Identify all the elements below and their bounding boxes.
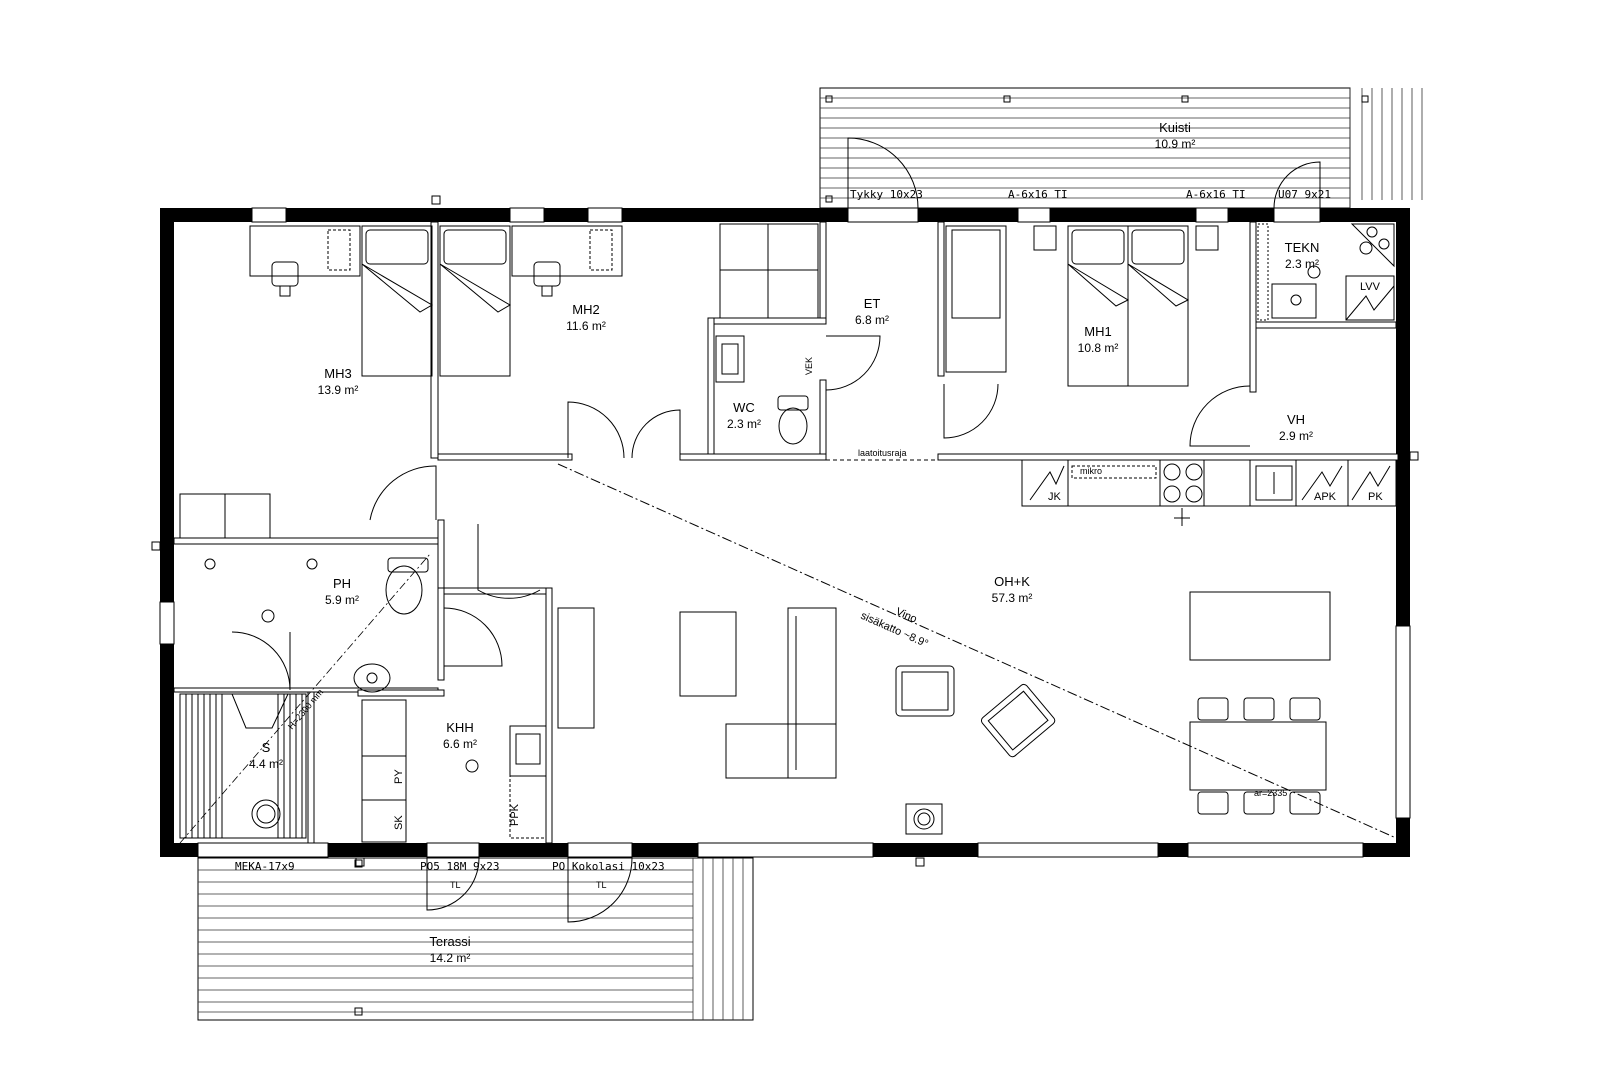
mh1-furniture — [945, 225, 1219, 387]
kuisti-posts — [825, 95, 1369, 203]
room-name-mh3: MH3 — [324, 366, 351, 381]
label-tl-1: TL — [450, 880, 461, 890]
windows-bottom — [197, 842, 1364, 858]
room-name-mh1: MH1 — [1084, 324, 1111, 339]
room-name-et: ET — [864, 296, 881, 311]
label-laatoitusraja: laatoitusraja — [858, 448, 907, 458]
label-tykky: Tykky 10x23 — [850, 188, 923, 201]
kuisti-door-swing — [847, 137, 919, 209]
sauna-benches — [179, 693, 307, 839]
ph-fixtures — [204, 557, 429, 693]
mh3-furniture — [179, 225, 433, 539]
windows-right — [1395, 625, 1411, 819]
po-kokolasi-door-swing — [567, 857, 633, 923]
interior-doors — [231, 335, 1251, 691]
room-name-tekn: TEKN — [1285, 240, 1320, 255]
windows-top — [251, 207, 1321, 223]
kitchen-counter — [1021, 459, 1397, 526]
label-sk: SK — [393, 815, 405, 830]
room-area-vh: 2.9 m² — [1279, 429, 1313, 443]
label-a6x16-1: A-6x16 TI — [1008, 188, 1068, 201]
label-ar-mark: ar=2335 — [1254, 788, 1287, 798]
terassi-posts — [354, 859, 363, 1016]
wall-markers — [151, 195, 1419, 867]
room-name-kuisti: Kuisti — [1159, 120, 1191, 135]
room-area-mh3: 13.9 m² — [318, 383, 359, 397]
label-apk: APK — [1314, 491, 1337, 503]
label-mikro: mikro — [1080, 466, 1102, 476]
room-name-mh2: MH2 — [572, 302, 599, 317]
khh-fixtures — [361, 607, 595, 843]
label-po-kokolasi: PO Kokolasi 10x23 — [552, 860, 665, 873]
wc-fixtures — [715, 335, 809, 445]
po5-door-swing — [426, 857, 480, 911]
room-name-wc: WC — [733, 400, 755, 415]
label-a6x16-2: A-6x16 TI — [1186, 188, 1246, 201]
room-name-vh: VH — [1287, 412, 1305, 427]
label-vek: VEK — [804, 357, 814, 375]
exterior-walls — [160, 208, 1410, 857]
label-u07: U07 9x21 — [1278, 188, 1331, 201]
interior-walls — [173, 221, 1399, 844]
room-area-terassi: 14.2 m² — [430, 951, 471, 965]
tekn-fixtures — [1257, 223, 1395, 321]
label-po5: PO5 18M 9x23 — [420, 860, 499, 873]
room-name-ohk: OH+K — [994, 574, 1030, 589]
label-vino-1: Vino — [894, 606, 919, 626]
living-furniture — [679, 591, 1331, 835]
mh2-furniture — [439, 223, 819, 377]
room-area-mh2: 11.6 m² — [566, 319, 606, 333]
room-area-s: 4.4 m² — [249, 757, 283, 771]
room-name-khh: KHH — [446, 720, 473, 735]
room-area-tekn: 2.3 m² — [1285, 257, 1319, 271]
u07-door-swing — [1273, 161, 1321, 209]
terassi-deck — [197, 857, 754, 1021]
room-area-wc: 2.3 m² — [727, 417, 761, 431]
label-pk: PK — [1368, 491, 1383, 503]
label-py: PY — [393, 769, 405, 784]
room-area-et: 6.8 m² — [855, 313, 889, 327]
room-area-kuisti: 10.9 m² — [1155, 137, 1196, 151]
label-jk: JK — [1048, 491, 1062, 503]
room-name-s: S — [262, 740, 271, 755]
label-meka: MEKA-17x9 — [235, 860, 295, 873]
label-ppk: PPK — [509, 803, 521, 826]
room-area-khh: 6.6 m² — [443, 737, 477, 751]
window-left — [159, 601, 175, 645]
label-lvv: LVV — [1360, 281, 1381, 293]
sloped-ceiling-line — [557, 463, 1397, 839]
kuisti-deck — [819, 87, 1423, 209]
label-tl-2: TL — [596, 880, 607, 890]
room-name-ph: PH — [333, 576, 351, 591]
room-area-ohk: 57.3 m² — [992, 591, 1033, 605]
room-area-mh1: 10.8 m² — [1078, 341, 1119, 355]
room-name-terassi: Terassi — [429, 934, 470, 949]
room-area-ph: 5.9 m² — [325, 593, 359, 607]
